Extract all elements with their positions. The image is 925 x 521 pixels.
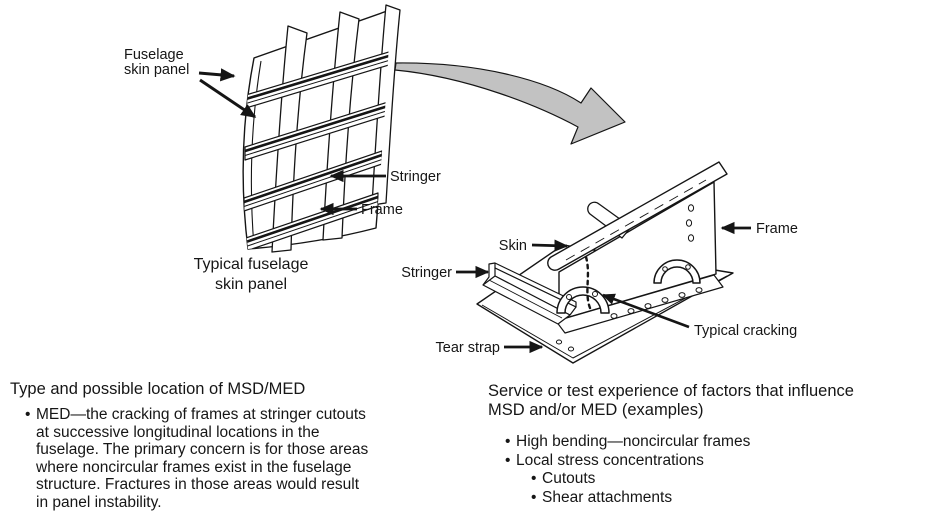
bullet-item: • High bending—noncircular frames (505, 433, 924, 452)
right-section-title: Service or test experience of factors th… (488, 382, 854, 419)
bullet-marker: • (25, 406, 31, 423)
bullet-item: • Shear attachments (531, 489, 924, 508)
bullet-marker: • (505, 433, 511, 450)
msd-med-location-section: Type and possible location of MSD/MED • … (10, 380, 465, 512)
bullet-text: High bending—noncircular frames (516, 433, 751, 450)
fuselage-panel-arrow-2 (199, 78, 257, 119)
tear-strap-strip (555, 274, 724, 334)
left-section-title: Type and possible location of MSD/MED (10, 380, 306, 398)
frame-label: Frame (361, 202, 403, 218)
stringer-section (482, 262, 577, 325)
left-diagram-caption-2: skin panel (215, 276, 287, 293)
bullet-item: • Cutouts (531, 470, 924, 489)
detail-zoom-arrow (394, 62, 626, 145)
base-plate-thickness (481, 275, 728, 359)
bullet-item: • Local stress concentrations (505, 452, 924, 471)
frame-rivet-holes (685, 204, 695, 242)
typical-cracking-arrow (601, 293, 690, 329)
bullet-item: • MED—the cracking of frames at stringer… (25, 406, 465, 512)
frame-label-right: Frame (756, 221, 798, 237)
bullet-text: Shear attachments (542, 488, 673, 506)
fuselage-skin-panel-label: Fuselage (124, 47, 184, 63)
skin-arrow (531, 239, 569, 252)
skin-edge-centerline (565, 179, 707, 261)
bullet-marker: • (531, 470, 537, 487)
bullet-text: MED—the cracking of frames at stringer c… (36, 406, 369, 511)
stringer-cutout-clips (556, 259, 701, 314)
crack-line (584, 255, 592, 310)
bullet-marker: • (531, 488, 537, 506)
tear-strap-label: Tear strap (436, 340, 500, 356)
stringer-label: Stringer (390, 169, 441, 185)
right-diagram-labels: Skin Stringer Frame Typical cracking Tea… (401, 221, 798, 356)
left-diagram-labels: Fuselage skin panel Stringer Frame Typic… (124, 47, 441, 293)
fuselage-skin-panel-label-2: skin panel (124, 62, 189, 78)
bullet-text: Cutouts (542, 470, 596, 487)
right-section-bullets: • High bending—noncircular frames • Loca… (488, 433, 924, 507)
bullet-text: Local stress concentrations (516, 451, 704, 469)
base-rivet-holes (555, 287, 703, 352)
stringer-label-right: Stringer (401, 265, 452, 281)
msd-med-factors-section: Service or test experience of factors th… (488, 382, 924, 507)
skin-edge-tube (547, 161, 728, 271)
left-diagram-caption: Typical fuselage (194, 256, 309, 273)
left-section-bullets: • MED—the cracking of frames at stringer… (10, 406, 465, 512)
skin-label: Skin (499, 238, 527, 254)
fuselage-panel-arrow-1 (198, 68, 236, 82)
typical-cracking-label: Typical cracking (694, 323, 797, 339)
bullet-marker: • (505, 451, 511, 469)
